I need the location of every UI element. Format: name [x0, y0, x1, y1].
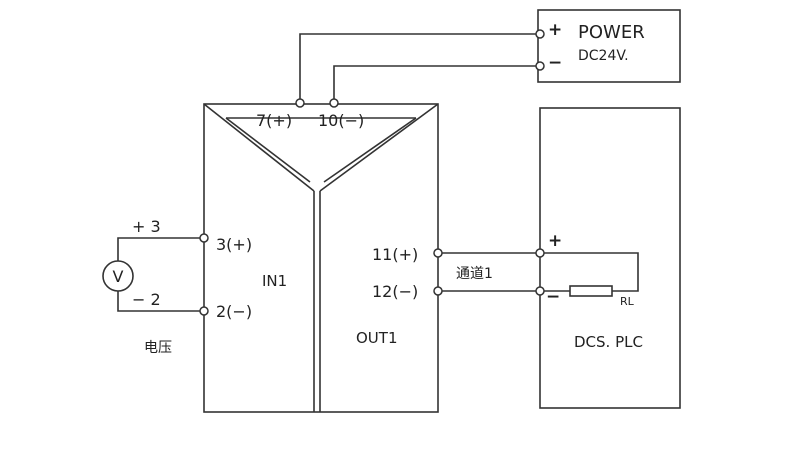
module-divider	[203, 103, 439, 412]
load-resistor	[569, 285, 613, 297]
source-minus-wire	[117, 291, 204, 312]
terminal-2-label: 2(−)	[216, 302, 252, 321]
terminal-3	[199, 233, 209, 243]
terminal-7-label: 7(+)	[256, 111, 292, 130]
voltage-source	[102, 260, 134, 292]
terminal-7	[295, 98, 305, 108]
dcs-plus-terminal	[535, 248, 545, 258]
dcs-minus-sign: −	[546, 287, 560, 307]
terminal-3-label: 3(+)	[216, 235, 252, 254]
isolator-module	[203, 103, 439, 413]
source-caption: 电压	[144, 340, 172, 356]
power-plus-wire	[299, 33, 540, 102]
source-minus-label: − 2	[132, 290, 161, 309]
voltage-symbol: V	[113, 267, 124, 286]
power-title: POWER	[578, 22, 645, 43]
channel-label: 通道1	[456, 266, 493, 282]
input-label: IN1	[262, 272, 287, 290]
power-plus-terminal	[535, 29, 545, 39]
load-loop-wire	[540, 252, 639, 292]
terminal-2	[199, 306, 209, 316]
power-minus-sign: −	[548, 53, 562, 73]
power-plus-sign: +	[548, 20, 562, 40]
terminal-10	[329, 98, 339, 108]
power-supply-box	[537, 9, 681, 83]
dcs-plc-box	[539, 107, 681, 409]
source-plus-wire	[117, 237, 204, 261]
dcs-plus-sign: +	[548, 231, 562, 251]
dcs-label: DCS. PLC	[574, 333, 643, 351]
terminal-10-label: 10(−)	[318, 111, 364, 130]
resistor-label: RL	[620, 295, 635, 308]
source-plus-label: + 3	[132, 217, 161, 236]
power-voltage: DC24V.	[578, 48, 629, 64]
dcs-minus-terminal	[535, 286, 545, 296]
terminal-12-label: 12(−)	[372, 282, 418, 301]
terminal-11-label: 11(+)	[372, 245, 418, 264]
terminal-11	[433, 248, 443, 258]
output-label: OUT1	[356, 329, 398, 347]
power-minus-wire	[333, 65, 540, 102]
power-minus-terminal	[535, 61, 545, 71]
terminal-12	[433, 286, 443, 296]
